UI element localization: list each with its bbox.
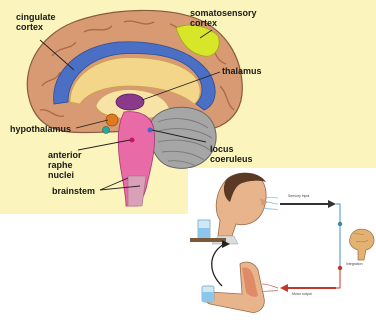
sensory-arrow xyxy=(280,200,336,208)
integration-brain xyxy=(349,229,374,260)
reflex-diagram: Sensory input Integration Motor output xyxy=(188,168,376,320)
head-figure xyxy=(212,173,268,244)
label-cingulate-cortex: cingulate cortex xyxy=(16,12,56,32)
loop-node-bottom xyxy=(338,266,342,270)
locus-coeruleus-structure xyxy=(148,128,153,133)
loop-node-top xyxy=(338,222,342,226)
label-hypothalamus: hypothalamus xyxy=(10,124,71,134)
thalamus-structure xyxy=(116,94,144,110)
label-thalamus: thalamus xyxy=(222,66,262,76)
raphe-nuclei-structure xyxy=(130,138,135,143)
label-motor-output: Motor output xyxy=(292,292,312,296)
label-somatosensory-cortex: somatosensory cortex xyxy=(190,8,257,28)
brainstem-lower xyxy=(128,176,146,206)
cerebellum xyxy=(150,107,216,168)
label-integration: Integration xyxy=(346,262,363,266)
motor-arrow xyxy=(280,284,336,292)
reflex-illustration xyxy=(188,168,376,320)
motor-nerves xyxy=(262,284,278,292)
label-brainstem: brainstem xyxy=(52,186,95,196)
arm-figure xyxy=(202,262,264,312)
loop-line-bottom xyxy=(336,268,340,288)
label-locus-coeruleus: locus coeruleus xyxy=(210,144,253,164)
pituitary xyxy=(103,127,110,134)
label-sensory-input: Sensory input xyxy=(288,194,309,198)
motion-arrow xyxy=(212,240,230,286)
label-anterior-raphe-nuclei: anterior raphe nuclei xyxy=(48,150,82,180)
loop-line-top xyxy=(336,204,340,224)
